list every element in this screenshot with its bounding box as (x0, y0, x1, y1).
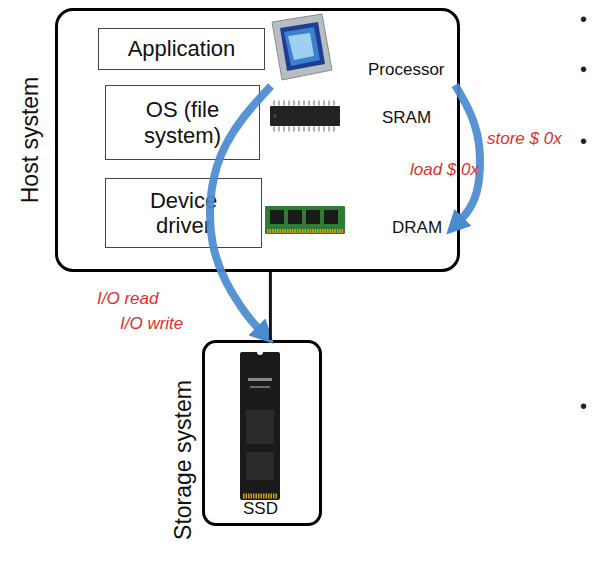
processor-component: Processor (265, 12, 455, 90)
processor-chip-illustration (272, 14, 332, 80)
ssd-module-illustration-part (257, 349, 263, 355)
dram-module-illustration-part (288, 210, 302, 224)
io-operation-label: I/O read (97, 289, 158, 309)
ssd-component: SSD (232, 348, 292, 523)
sram-chip-illustration-part (273, 127, 338, 132)
io-access-arrow (210, 86, 271, 332)
bullet-mark: • (580, 130, 587, 153)
instruction-label: store $ 0x (487, 129, 562, 149)
host-system-box: Host systemApplicationOS (file system)De… (55, 8, 460, 272)
processor-chip-illustration-part (280, 22, 325, 71)
processor-chip-illustration-part (288, 33, 314, 60)
memory-access-arrow (455, 85, 480, 223)
bus-connection-line (269, 272, 272, 340)
ssd-module-illustration (240, 349, 280, 500)
component-label: OS (file system) (112, 97, 253, 148)
ssd-module-illustration-part (243, 494, 277, 499)
bullet-mark: • (580, 8, 587, 31)
dram-module-illustration-part (324, 210, 338, 224)
component-label: SRAM (382, 108, 431, 128)
dram-module-illustration-part (267, 229, 343, 233)
dram-component: DRAM (265, 200, 440, 245)
dram-module-illustration (265, 206, 345, 234)
instruction-label: load $ 0x (410, 160, 479, 180)
component-label: DRAM (392, 218, 442, 238)
dram-module-illustration-part (270, 210, 284, 224)
component-label: Processor (368, 60, 445, 80)
sram-chip-illustration-part (273, 101, 338, 106)
software-layer-box: Application (98, 28, 265, 70)
software-layer-box: OS (file system) (105, 85, 260, 160)
dram-module-illustration-part (265, 206, 345, 234)
system-heading: Storage system (170, 380, 196, 540)
software-layer-box: Device driver (105, 178, 262, 248)
dram-module-illustration-part (306, 210, 320, 224)
component-label: Application (128, 36, 236, 61)
sram-chip-illustration-part (270, 106, 340, 126)
ssd-module-illustration-part (246, 452, 274, 480)
io-operation-label: I/O write (120, 314, 183, 334)
component-label: Device driver (128, 188, 239, 239)
component-label: SSD (243, 499, 278, 519)
processor-chip-illustration-part (272, 14, 332, 80)
sram-component: SRAM (265, 95, 430, 140)
system-heading: Host system (17, 77, 43, 204)
bullet-mark: • (580, 58, 587, 81)
bullet-mark: • (580, 395, 587, 418)
processor-chip-illustration-part (284, 27, 320, 66)
ssd-module-illustration-part (248, 378, 272, 381)
storage-system-box: Storage systemSSD (202, 340, 322, 526)
sram-chip-illustration (270, 103, 340, 129)
ssd-module-illustration-part (250, 386, 270, 388)
ssd-module-illustration-part (246, 410, 274, 444)
sram-chip-illustration-part (273, 114, 277, 118)
ssd-module-illustration-part (240, 352, 280, 500)
